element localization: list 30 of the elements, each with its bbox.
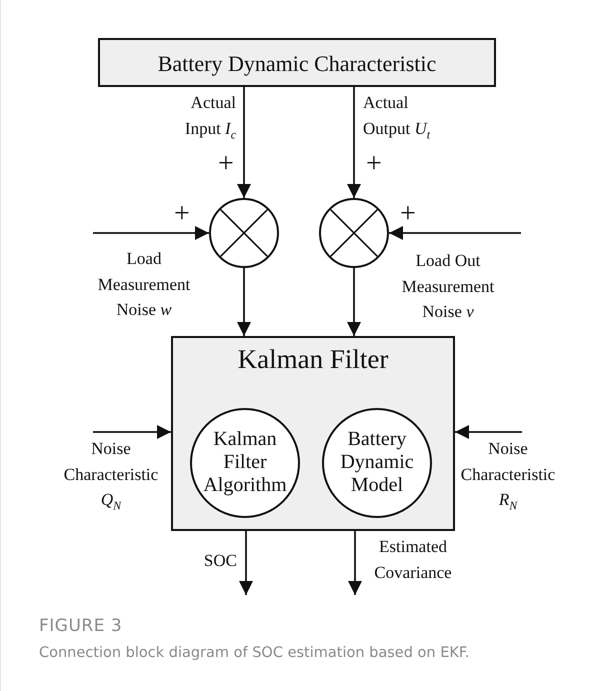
sign-label: + xyxy=(174,200,190,228)
node-label: Battery Dynamic Model xyxy=(339,428,415,497)
node-label: Battery Dynamic Characteristic xyxy=(156,51,438,76)
arrow xyxy=(237,268,251,336)
node-label: Kalman Filter xyxy=(236,344,390,376)
edge-label: Noise Characteristic R$_{N}$ xyxy=(460,438,556,514)
edge-label: Actual Input I$_{c}$ xyxy=(184,92,236,143)
arrow xyxy=(389,226,521,240)
arrow xyxy=(239,531,253,595)
arrow xyxy=(455,425,522,439)
edge-label: SOC xyxy=(202,550,237,572)
arrow xyxy=(348,531,362,595)
process-box xyxy=(98,38,496,87)
sign-label: + xyxy=(400,200,416,228)
arrow xyxy=(347,87,361,198)
arrow xyxy=(237,87,251,198)
edge-label: Load Out Measurement Noise v xyxy=(400,250,496,323)
sign-label: + xyxy=(218,150,234,178)
figure-caption: Connection block diagram of SOC estimation based on EKF. xyxy=(39,645,470,661)
node-label: Kalman Filter Algorithm xyxy=(202,428,288,497)
process-box xyxy=(171,336,455,531)
sign-label: + xyxy=(366,150,382,178)
arrow xyxy=(93,226,209,240)
arrow xyxy=(93,425,171,439)
figure-heading: FIGURE 3 xyxy=(39,616,122,636)
edge-label: Actual Output U$_{t}$ xyxy=(363,92,432,143)
arrow xyxy=(347,268,361,336)
edge-label: Noise Characteristic Q$_{N}$ xyxy=(62,438,160,514)
edge-label: Estimated Covariance xyxy=(373,536,453,584)
edge-label: Load Measurement Noise w xyxy=(96,248,192,321)
